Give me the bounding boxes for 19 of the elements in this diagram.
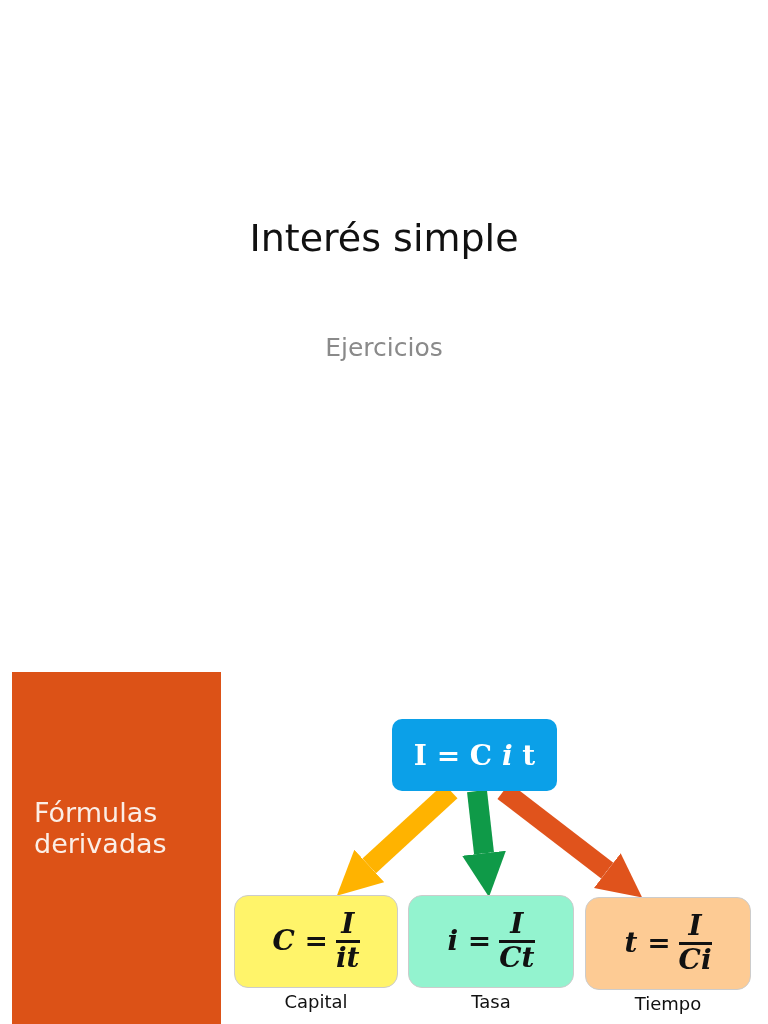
fraction: I it [335,909,360,974]
formula-lhs: t = [624,928,671,959]
formula-lhs: C = [272,926,328,957]
formula: I = C i t [413,738,536,772]
formula-caption: Tiempo [633,993,703,1014]
formula-box [408,895,574,988]
panel-heading: Fórmulas derivadas [34,796,168,860]
fraction: I Ct [499,909,535,974]
formula-caption: Capital [283,991,349,1012]
formula-lhs: i = [447,926,492,957]
block-arrow [462,789,506,897]
fraction: I Ci [678,911,712,976]
title-panel [12,672,221,1024]
formula-box [392,719,557,791]
subtitle: Ejercicios [324,333,444,362]
formula-caption: Tasa [470,991,512,1012]
formula-box [234,895,398,988]
formula-box [585,897,751,990]
slide-title: Interés simple [248,216,520,260]
